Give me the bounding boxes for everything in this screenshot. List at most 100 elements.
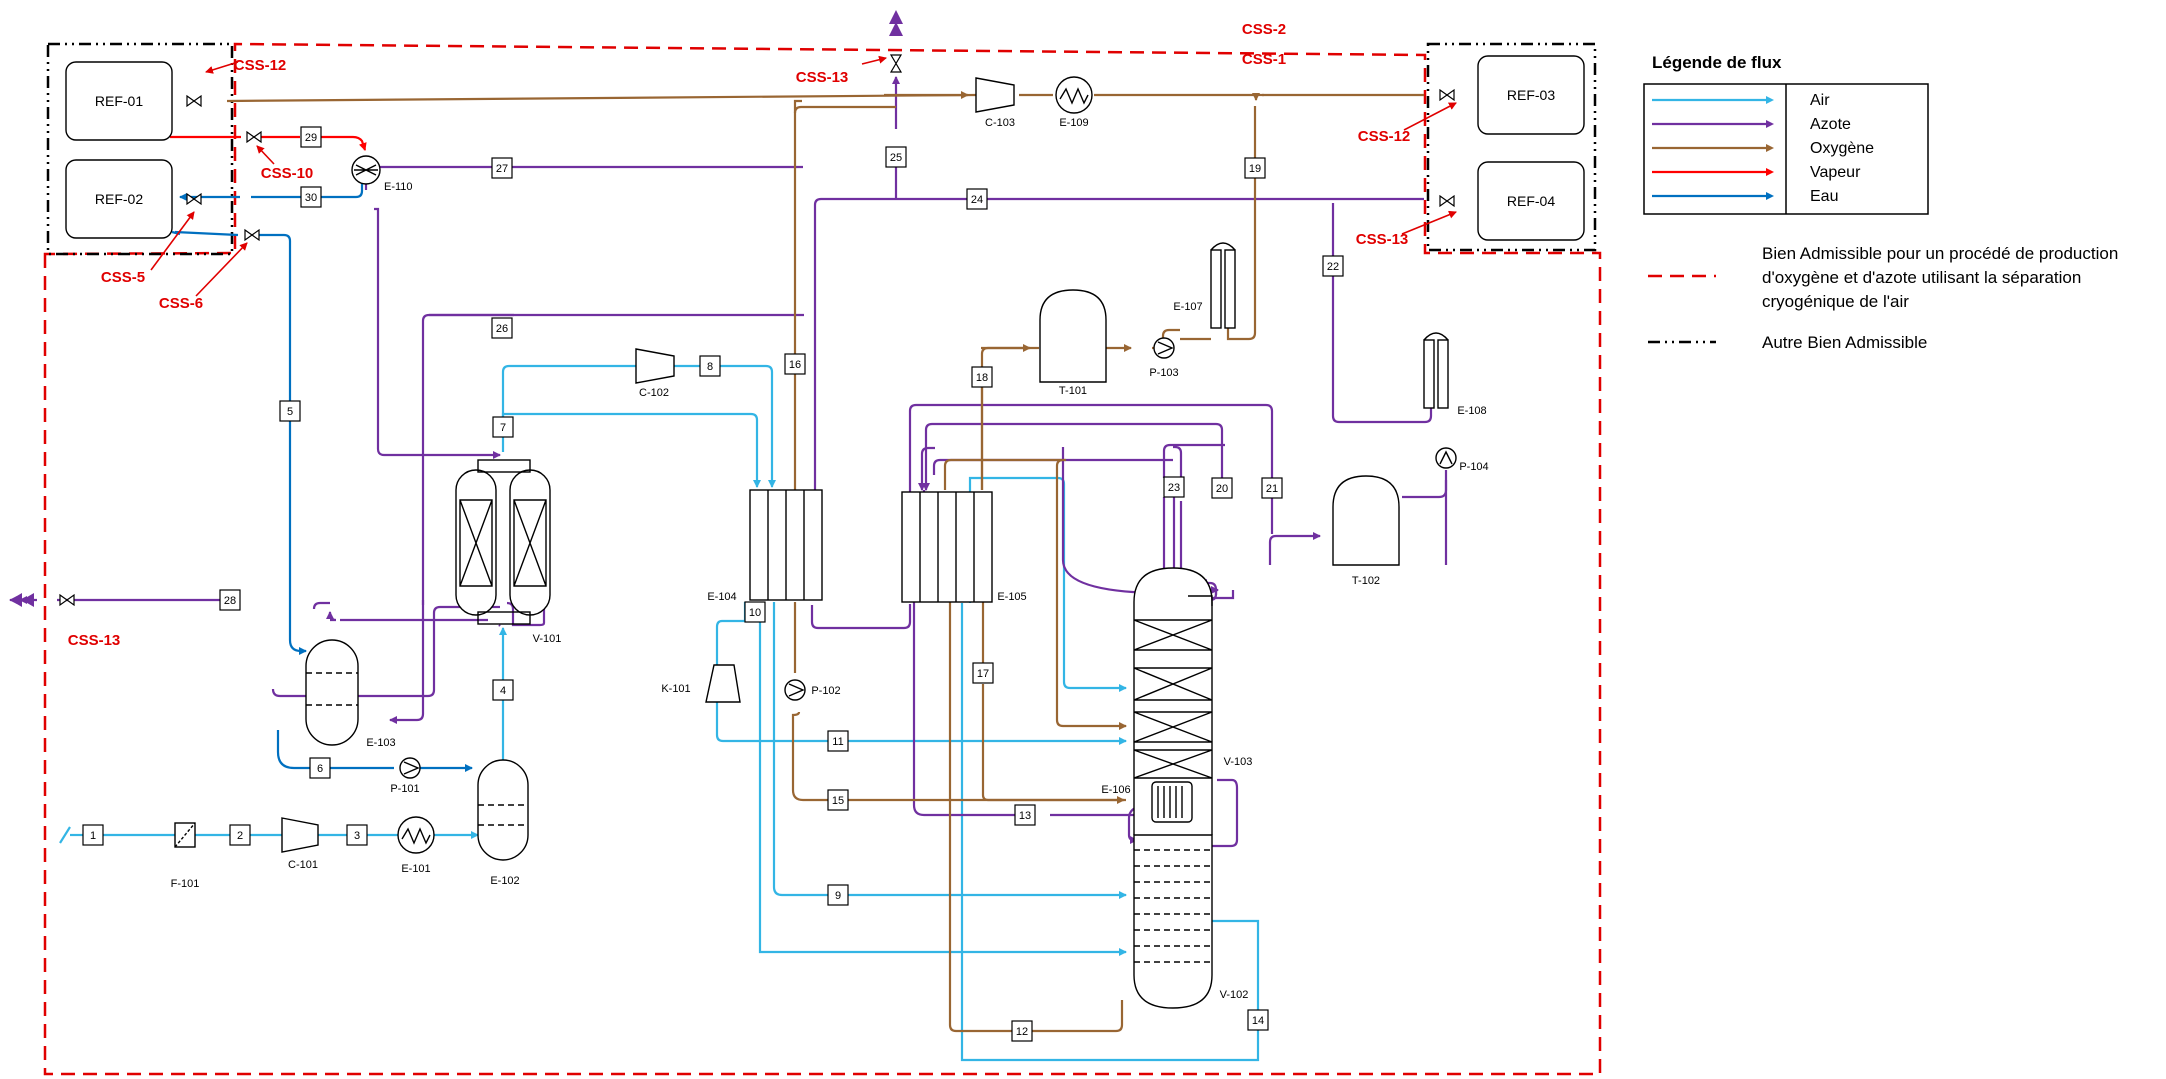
valve-css13-left	[59, 593, 75, 607]
stream-number: 25	[890, 152, 902, 164]
stream-29: 29	[300, 126, 322, 148]
valves	[59, 54, 1455, 607]
label-c-101: C-101	[288, 859, 318, 871]
label-e-109: E-109	[1059, 117, 1088, 129]
label-c-102: C-102	[639, 387, 669, 399]
stream-18: 18	[971, 366, 993, 388]
stream-2: 2	[229, 824, 251, 846]
label-e-105: E-105	[997, 591, 1026, 603]
legend-arrow-1	[1766, 96, 1774, 104]
legend-arrow-3	[1766, 144, 1774, 152]
label-v-101: V-101	[533, 633, 562, 645]
css-label-13-top: CSS-13	[796, 69, 849, 86]
stream-5: 5	[279, 400, 301, 422]
stream-1: 1	[82, 824, 104, 846]
css-label-10: CSS-10	[261, 165, 314, 182]
stream-9: 9	[827, 884, 849, 906]
stream-30: 30	[300, 186, 322, 208]
legend-boundary-main-2: d'oxygène et d'azote utilisant la sépara…	[1762, 268, 2081, 287]
stream-12: 12	[1011, 1020, 1033, 1042]
v-103-column	[1133, 567, 1213, 835]
label-e-103: E-103	[366, 737, 395, 749]
stream-7: 7	[492, 416, 514, 438]
label-e-101: E-101	[401, 863, 430, 875]
label-e-106: E-106	[1101, 784, 1130, 796]
css-annotations: CSS-2 CSS-1 CSS-12 CSS-13 CSS-10 CSS-5 C…	[68, 21, 1411, 649]
css-label-13-right: CSS-13	[1356, 231, 1409, 248]
stream-21: 21	[1261, 477, 1283, 499]
stream-24: 24	[966, 188, 988, 210]
legend-arrow-5	[1766, 192, 1774, 200]
e-106-exchanger	[1151, 781, 1193, 823]
stream-14: 14	[1247, 1009, 1269, 1031]
valve-css13-top	[889, 54, 903, 73]
stream-number: 15	[832, 795, 844, 807]
stream-number: 30	[305, 192, 317, 204]
label-p-102: P-102	[811, 685, 840, 697]
css-label-6: CSS-6	[159, 295, 203, 312]
stream-number: 26	[496, 323, 508, 335]
stream-25: 25	[885, 146, 907, 168]
stream-number: 8	[707, 361, 713, 373]
stream-13: 13	[1014, 804, 1036, 826]
flow-legend: Légende de flux AirAzoteOxygèneVapeurEau…	[1643, 53, 2118, 352]
legend-label-4: Vapeur	[1810, 164, 1861, 181]
valve-ref03	[1439, 88, 1455, 102]
stream-number: 28	[224, 595, 236, 607]
stream-number: 23	[1168, 482, 1180, 494]
valve-ref01	[186, 94, 202, 108]
label-e-110: E-110	[384, 181, 413, 193]
label-ref-03: REF-03	[1507, 87, 1555, 103]
legend-boundary-main-1: Bien Admissible pour un procédé de produ…	[1762, 244, 2118, 263]
label-p-103: P-103	[1149, 367, 1178, 379]
label-e-102: E-102	[490, 875, 519, 887]
e-107-exchanger	[1210, 242, 1236, 329]
stream-number: 11	[832, 736, 843, 748]
e-102-column	[477, 759, 529, 861]
stream-26: 26	[491, 317, 513, 339]
css-pointers	[150, 55, 1457, 297]
css-label-5: CSS-5	[101, 269, 145, 286]
css-label-13-left: CSS-13	[68, 632, 121, 649]
k-101-expander	[705, 664, 741, 703]
legend-arrow-4	[1766, 168, 1774, 176]
stream-3: 3	[346, 824, 368, 846]
stream-number: 13	[1019, 810, 1031, 822]
pipes	[9, 76, 1448, 1062]
stream-number: 29	[305, 132, 317, 144]
legend-arrow-2	[1766, 120, 1774, 128]
label-c-103: C-103	[985, 117, 1015, 129]
stream-11: 11	[827, 730, 849, 752]
c-102-compressor	[635, 348, 675, 384]
label-e-107: E-107	[1173, 301, 1202, 313]
v-102-column	[1133, 834, 1213, 1009]
css-label-1: CSS-1	[1242, 51, 1286, 68]
stream-8: 8	[699, 355, 721, 377]
stream-number: 4	[500, 685, 506, 697]
legend-label-5: Eau	[1810, 188, 1838, 205]
stream-28: 28	[219, 589, 241, 611]
legend-boundary-other: Autre Bien Admissible	[1762, 333, 1927, 352]
stream-number: 18	[976, 372, 988, 384]
legend-boundary-main-3: cryogénique de l'air	[1762, 292, 1909, 311]
valve-ref04	[1439, 194, 1455, 208]
c-101-compressor	[281, 817, 319, 853]
main-boundary	[43, 42, 1602, 1076]
stream-16: 16	[784, 353, 806, 375]
e-105-exchanger	[901, 491, 993, 603]
label-e-104: E-104	[707, 591, 736, 603]
stream-number: 2	[237, 830, 243, 842]
stream-number: 5	[287, 406, 293, 418]
legend-label-3: Oxygène	[1810, 140, 1874, 157]
stream-number: 12	[1016, 1026, 1028, 1038]
label-ref-02: REF-02	[95, 191, 143, 207]
legend-label-2: Azote	[1810, 116, 1851, 133]
boundaries	[43, 42, 1602, 1076]
other-boundary-left	[46, 42, 234, 256]
stream-22: 22	[1322, 255, 1344, 277]
stream-number: 21	[1266, 483, 1278, 495]
e-101-exchanger	[397, 816, 435, 854]
stream-number: 9	[835, 890, 841, 902]
